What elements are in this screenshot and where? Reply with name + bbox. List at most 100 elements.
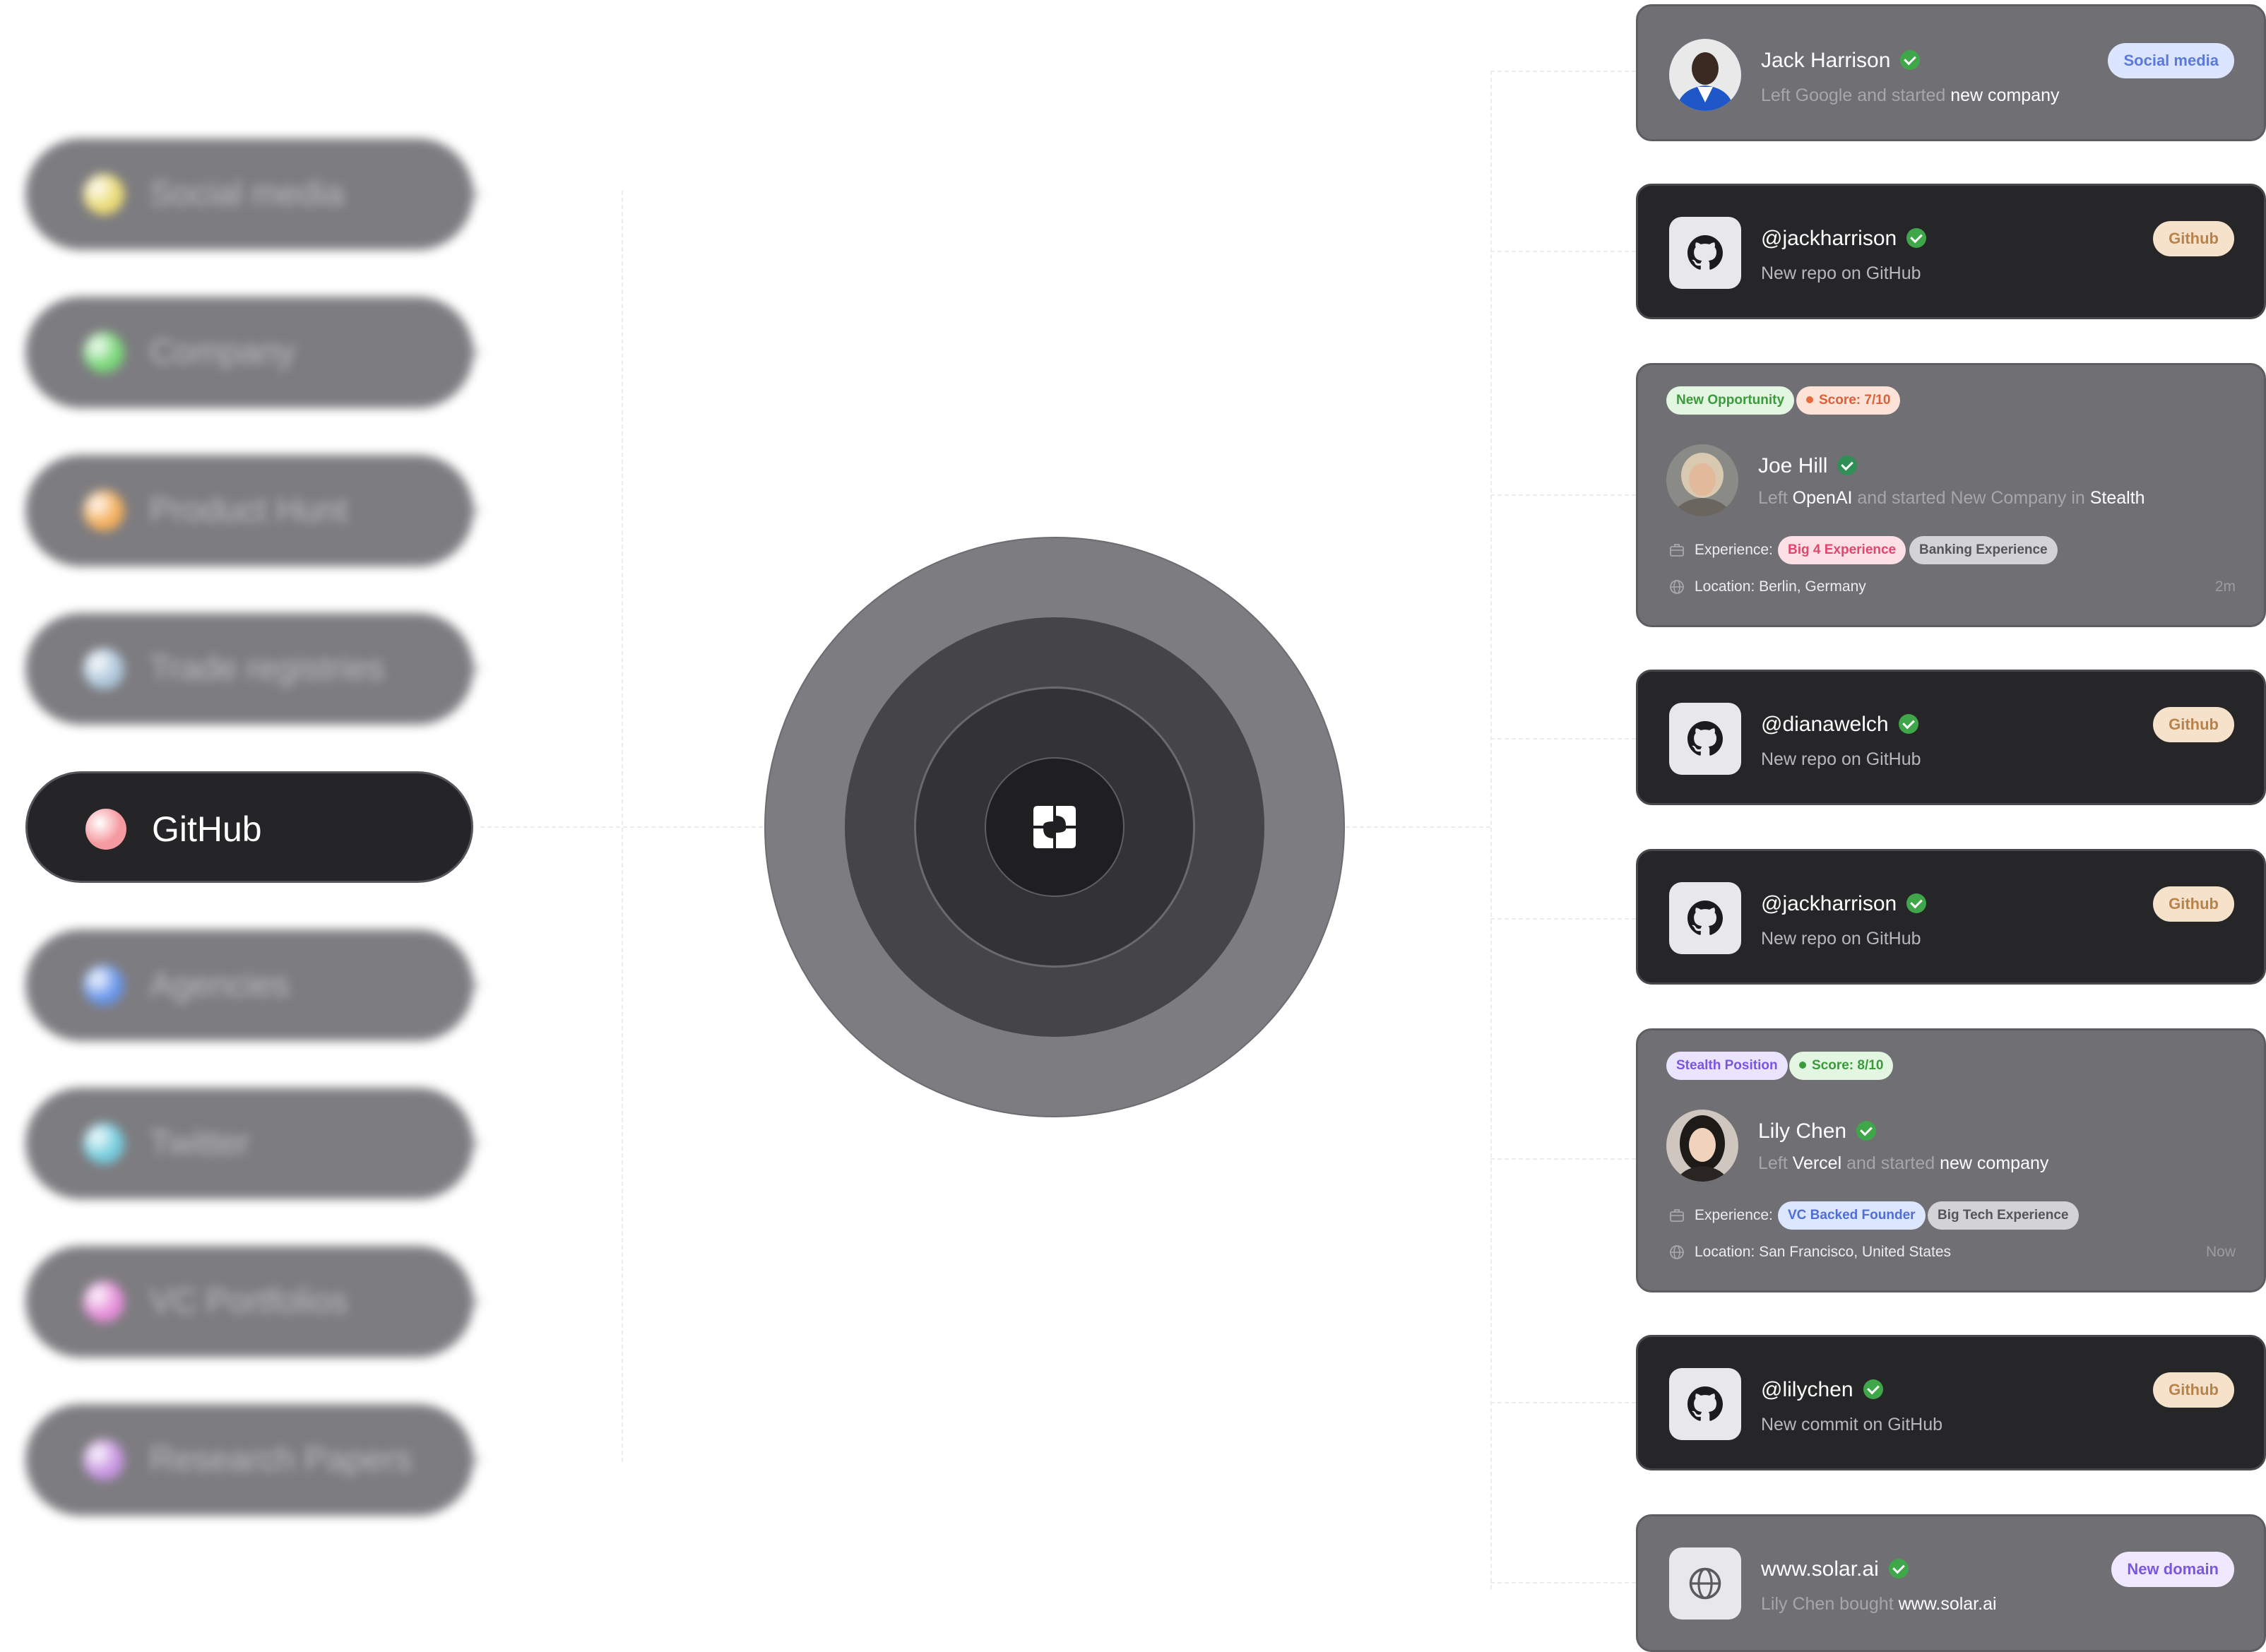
github-logo-icon: [1669, 703, 1741, 775]
source-dot-icon: [83, 1123, 124, 1164]
source-label: Trade registries: [150, 650, 384, 687]
contact-activity: Left OpenAI and started New Company in S…: [1758, 488, 2145, 508]
source-badge: Social media: [2108, 43, 2234, 78]
github-handle: @dianawelch: [1761, 713, 1918, 737]
source-item-research-papers[interactable]: Research Papers: [25, 1404, 483, 1516]
verified-check-icon: [1906, 228, 1927, 248]
arrow-right-icon: [473, 978, 483, 992]
source-dot-icon: [83, 174, 124, 215]
source-badge: Github: [2153, 1372, 2234, 1408]
source-item-social-media[interactable]: Social media: [25, 138, 483, 250]
github-activity: New repo on GitHub: [1761, 749, 1921, 769]
verified-check-icon: [1900, 50, 1921, 70]
avatar: [1666, 444, 1738, 516]
signal-card-domain-solar[interactable]: www.solar.ai Lily Chen bought www.solar.…: [1636, 1514, 2266, 1652]
arrow-right-icon: [473, 504, 483, 518]
verified-check-icon: [1863, 1379, 1883, 1399]
globe-icon: [1669, 1547, 1741, 1620]
source-label: Company: [150, 333, 295, 371]
source-item-company[interactable]: Company: [25, 297, 483, 408]
source-item-product-hunt[interactable]: Product Hunt: [25, 455, 483, 566]
source-dot-icon: [83, 1439, 124, 1480]
source-label: Social media: [150, 175, 344, 213]
experience-tag: Big 4 Experience: [1778, 536, 1906, 564]
globe-icon: [1670, 580, 1684, 594]
verified-check-icon: [1837, 456, 1858, 475]
github-activity: New repo on GitHub: [1761, 263, 1921, 283]
timestamp: Now: [2205, 1244, 2236, 1260]
source-item-github[interactable]: GitHub: [25, 771, 473, 883]
location-row: Location: Berlin, Germany: [1669, 578, 1866, 595]
signal-card-github-jackharrison[interactable]: @jackharrison New repo on GitHub Github: [1636, 184, 2266, 319]
arrow-right-icon: [473, 1453, 483, 1467]
github-logo-icon: [1669, 882, 1741, 954]
verified-check-icon: [1898, 714, 1918, 734]
github-handle: @jackharrison: [1761, 892, 1927, 916]
briefcase-icon: [1670, 544, 1684, 557]
verified-check-icon: [1856, 1121, 1877, 1141]
signal-card-github-dianawelch[interactable]: @dianawelch New repo on GitHub Github: [1636, 670, 2266, 805]
source-item-twitter[interactable]: Twitter: [25, 1088, 483, 1199]
arrow-right-icon: [473, 1136, 483, 1151]
briefcase-icon: [1670, 1209, 1684, 1222]
signal-card-github-jackharrison-2[interactable]: @jackharrison New repo on GitHub Github: [1636, 849, 2266, 985]
github-logo-icon: [1669, 217, 1741, 289]
arrow-right-icon: [473, 187, 483, 201]
signal-card-lily-chen[interactable]: Stealth Position Score: 8/10 Lily Chen L…: [1636, 1028, 2266, 1293]
experience-row: Experience:: [1669, 1207, 1773, 1224]
contact-name: Joe Hill: [1758, 454, 1858, 478]
source-label: Agencies: [150, 966, 290, 1004]
arrow-right-icon: [473, 345, 483, 359]
source-badge: New domain: [2111, 1552, 2234, 1587]
github-handle: @jackharrison: [1761, 227, 1927, 251]
avatar: [1669, 39, 1741, 111]
source-dot-icon: [85, 809, 126, 850]
contact-name: Jack Harrison: [1761, 49, 1921, 73]
source-dot-icon: [83, 332, 124, 373]
source-label: VC Portfolios: [150, 1283, 348, 1320]
source-dot-icon: [83, 1281, 124, 1322]
globe-icon: [1670, 1245, 1684, 1259]
timestamp: 2m: [2214, 578, 2236, 595]
source-dot-icon: [83, 965, 124, 1006]
source-dot-icon: [83, 648, 124, 689]
github-handle: @lilychen: [1761, 1378, 1883, 1402]
source-label: GitHub: [152, 809, 262, 849]
source-badge: Github: [2153, 221, 2234, 256]
experience-row: Experience:: [1669, 542, 1773, 559]
experience-tag: Banking Experience: [1909, 536, 2058, 564]
source-label: Product Hunt: [150, 492, 348, 529]
signal-card-joe-hill[interactable]: New Opportunity Score: 7/10 Joe Hill Lef…: [1636, 363, 2266, 627]
score-tag: Score: 7/10: [1796, 386, 1901, 415]
source-dot-icon: [83, 490, 124, 531]
location-row: Location: San Francisco, United States: [1669, 1244, 1951, 1261]
contact-name: Lily Chen: [1758, 1119, 1877, 1143]
github-activity: New repo on GitHub: [1761, 929, 1921, 949]
signal-card-jack-harrison[interactable]: Jack Harrison Left Google and started ne…: [1636, 4, 2266, 141]
contact-activity: Left Vercel and started new company: [1758, 1153, 2049, 1173]
arrow-right-icon: [473, 1295, 483, 1309]
source-item-vc-portfolios[interactable]: VC Portfolios: [25, 1246, 483, 1357]
opportunity-tag: New Opportunity: [1666, 386, 1795, 415]
domain-activity: Lily Chen bought www.solar.ai: [1761, 1594, 1997, 1614]
source-label: Twitter: [150, 1124, 250, 1162]
experience-tag: VC Backed Founder: [1778, 1201, 1926, 1230]
company-logo-icon: [1033, 806, 1076, 848]
signal-card-github-lilychen[interactable]: @lilychen New commit on GitHub Github: [1636, 1335, 2266, 1470]
avatar: [1666, 1110, 1738, 1182]
position-tag: Stealth Position: [1666, 1052, 1788, 1080]
source-badge: Github: [2153, 886, 2234, 922]
verified-check-icon: [1888, 1559, 1909, 1579]
source-item-agencies[interactable]: Agencies: [25, 929, 483, 1041]
verified-check-icon: [1906, 893, 1927, 913]
core-circle[interactable]: [985, 757, 1125, 897]
github-logo-icon: [1669, 1368, 1741, 1440]
arrow-right-icon: [473, 662, 483, 676]
source-label: Research Papers: [150, 1441, 412, 1478]
source-item-trade-registries[interactable]: Trade registries: [25, 613, 483, 725]
contact-activity: Left Google and started new company: [1761, 85, 2060, 105]
domain-name: www.solar.ai: [1761, 1557, 1909, 1581]
github-activity: New commit on GitHub: [1761, 1415, 1943, 1434]
source-badge: Github: [2153, 707, 2234, 742]
score-tag: Score: 8/10: [1789, 1052, 1894, 1080]
